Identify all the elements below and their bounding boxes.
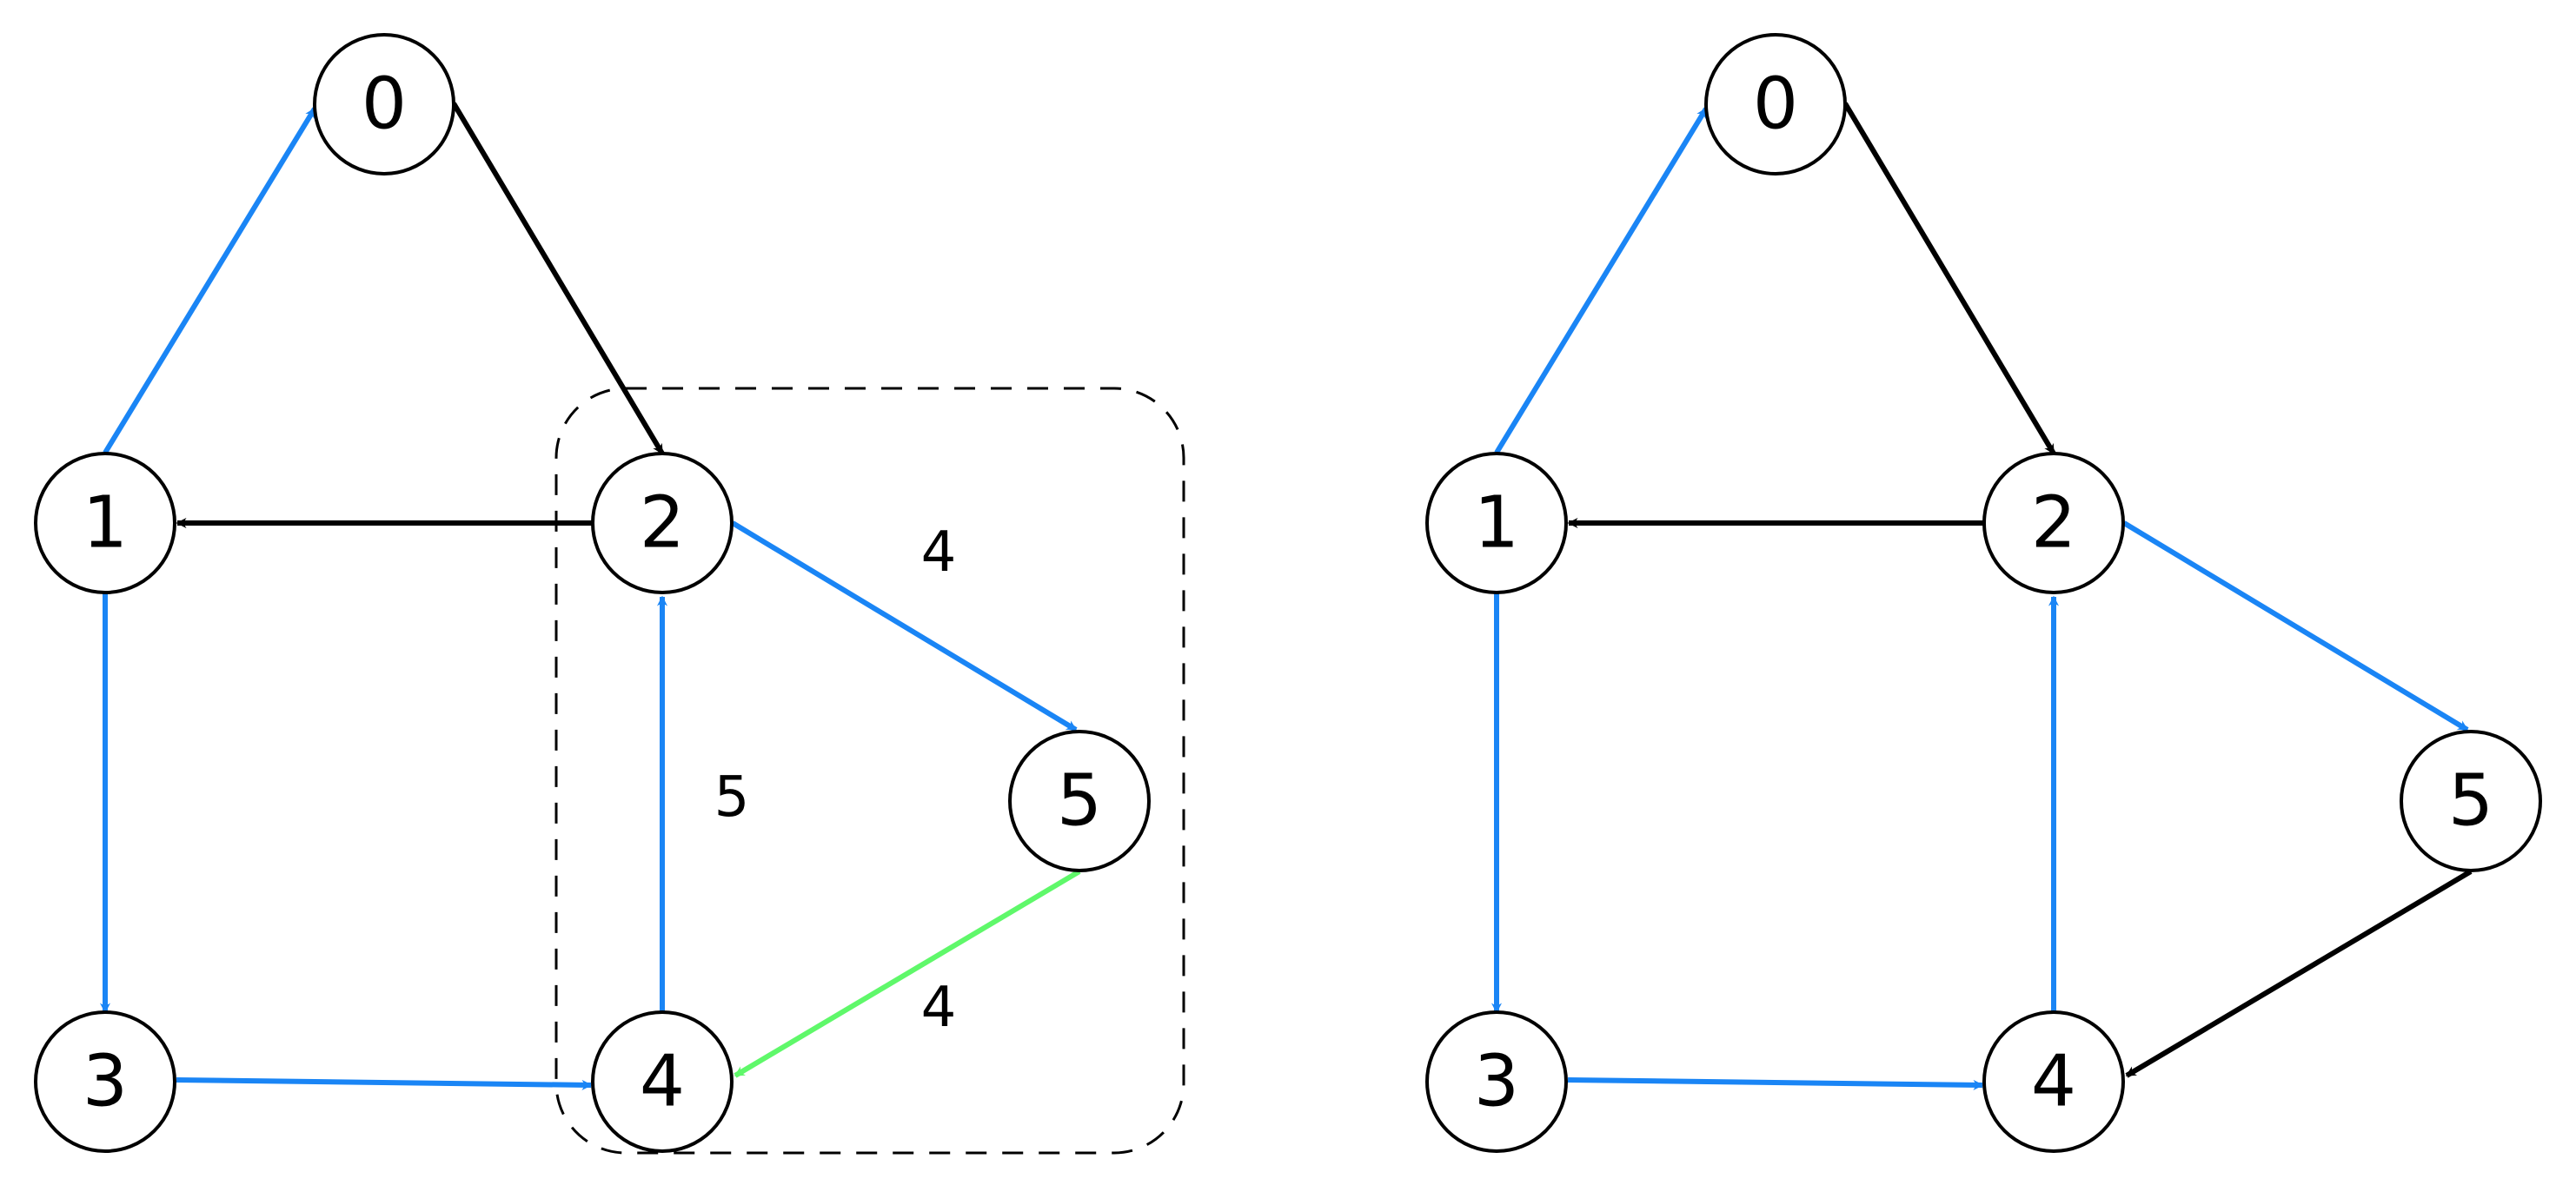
node-4-label: 4: [640, 1041, 685, 1123]
node-2: 2: [591, 452, 734, 594]
edges-right: [1491, 102, 2473, 1090]
node-4-label: 4: [2031, 1041, 2076, 1123]
node-5: 5: [1008, 730, 1151, 872]
node-2: 2: [1982, 452, 2125, 594]
nodes-right: 0 1 2 3 4 5: [1425, 33, 2542, 1153]
edge-3-to-4: [176, 1077, 593, 1090]
edge-2-to-5: [731, 520, 1078, 732]
node-3-label: 3: [1474, 1041, 1519, 1123]
node-3: 3: [1425, 1010, 1568, 1153]
weight-edge-5-4: 4: [921, 976, 957, 1040]
node-5-label: 5: [2448, 760, 2493, 843]
edge-3-to-4: [1567, 1077, 1984, 1090]
edge-2-to-5: [2122, 520, 2469, 732]
node-4: 4: [591, 1010, 734, 1153]
node-2-label: 2: [640, 482, 685, 565]
edges-left: [100, 102, 1081, 1090]
nodes-left: 0 1 2 3 4 5: [34, 33, 1151, 1153]
node-0-label: 0: [362, 63, 407, 146]
node-5: 5: [2400, 730, 2542, 872]
node-1: 1: [34, 452, 176, 594]
edge-weights: 4 5 4: [714, 520, 957, 1040]
edge-0-to-2: [1842, 102, 2056, 455]
edge-0-to-2: [451, 102, 665, 455]
weight-edge-2-5: 4: [921, 520, 957, 585]
node-1: 1: [1425, 452, 1568, 594]
edge-1-to-0: [103, 107, 317, 454]
edge-5-to-4: [734, 869, 1081, 1078]
node-4: 4: [1982, 1010, 2125, 1153]
node-3: 3: [34, 1010, 176, 1153]
node-2-label: 2: [2031, 482, 2076, 565]
node-0-label: 0: [1753, 63, 1798, 146]
edge-5-to-4: [2125, 869, 2473, 1078]
node-1-label: 1: [83, 482, 128, 565]
edge-1-to-0: [1494, 107, 1709, 454]
weight-edge-4-2: 5: [714, 765, 750, 830]
diagram-right: 0 1 2 3 4 5: [1425, 33, 2542, 1153]
node-0: 0: [1704, 33, 1847, 175]
highlight-group-box: [554, 387, 1185, 1155]
node-0: 0: [313, 33, 455, 175]
diagram-left: 4 5 4 0 1 2 3 4: [34, 33, 1185, 1155]
node-3-label: 3: [83, 1041, 128, 1123]
node-5-label: 5: [1057, 760, 1102, 843]
node-1-label: 1: [1474, 482, 1519, 565]
